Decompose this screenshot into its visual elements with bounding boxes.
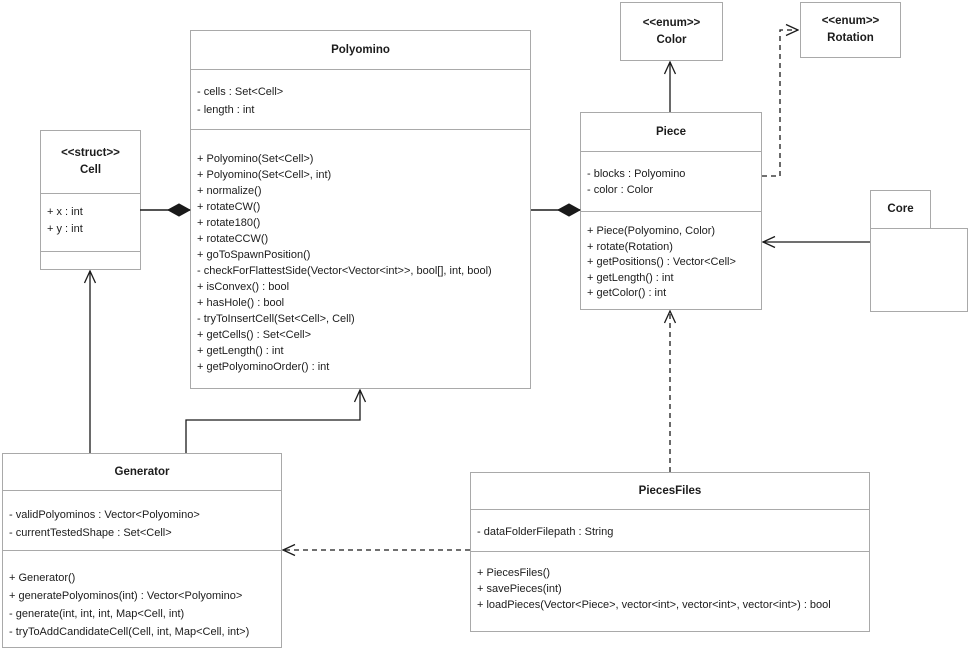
member-row: - tryToAddCandidateCell(Cell, int, Map<C… bbox=[9, 626, 250, 638]
edge-piece-rotation-dependency bbox=[762, 30, 798, 177]
class-polyomino-methods: + Polyomino(Set<Cell>) + Polyomino(Set<Ce… bbox=[191, 129, 530, 388]
package-core-body bbox=[870, 228, 968, 312]
member-row: - validPolyominos : Vector<Polyomino> bbox=[9, 509, 200, 521]
member-row: + rotate(Rotation) bbox=[587, 240, 673, 253]
class-generator-methods: + Generator() + generatePolyominos(int) :… bbox=[3, 550, 281, 647]
member-row: - dataFolderFilepath : String bbox=[477, 526, 614, 538]
class-piece-title: Piece bbox=[581, 113, 761, 151]
class-name-label: Piece bbox=[655, 125, 687, 138]
member-row: + getColor() : int bbox=[587, 287, 667, 299]
member-row: + getPositions() : Vector<Cell> bbox=[587, 256, 736, 268]
member-row: + y : int bbox=[47, 223, 83, 235]
stereotype-label: <<enum>> bbox=[821, 15, 880, 27]
member-row: + Polyomino(Set<Cell>, int) bbox=[197, 169, 332, 181]
member-row: + rotate180() bbox=[197, 217, 261, 229]
member-row: + rotateCW() bbox=[197, 201, 261, 213]
member-row: + Piece(Polyomino, Color) bbox=[587, 225, 716, 237]
class-cell-attributes: + x : int + y : int bbox=[41, 193, 140, 251]
class-cell: <<struct>> Cell + x : int + y : int bbox=[40, 130, 141, 270]
edge-generator-polyomino-association bbox=[185, 390, 360, 453]
member-row: + x : int bbox=[47, 206, 83, 218]
class-piecesfiles-methods: + PiecesFiles() + savePieces(int) + loadPi… bbox=[471, 551, 869, 631]
class-name-label: Rotation bbox=[827, 32, 874, 44]
enum-rotation: <<enum>> Rotation bbox=[800, 2, 901, 58]
class-name-label: Core bbox=[887, 203, 914, 215]
class-piece: Piece - blocks : Polyomino - color : Colo… bbox=[580, 112, 762, 310]
member-row: - color : Color bbox=[587, 184, 654, 196]
member-row: + savePieces(int) bbox=[477, 583, 562, 595]
member-row: + getCells() : Set<Cell> bbox=[197, 329, 312, 341]
member-row: - generate(int, int, int, Map<Cell, int) bbox=[9, 608, 185, 620]
member-row: + goToSpawnPosition() bbox=[197, 249, 311, 261]
class-polyomino-attributes: - cells : Set<Cell> - length : int bbox=[191, 69, 530, 129]
package-core-tab: Core bbox=[870, 190, 931, 229]
stereotype-label: <<enum>> bbox=[642, 16, 701, 29]
class-name-label: Generator bbox=[114, 465, 170, 478]
member-row: + normalize() bbox=[197, 185, 262, 197]
class-piece-methods: + Piece(Polyomino, Color) + rotate(Rotati… bbox=[581, 211, 761, 309]
class-piece-attributes: - blocks : Polyomino - color : Color bbox=[581, 151, 761, 211]
stereotype-label: <<struct>> bbox=[61, 147, 120, 159]
class-name-label: Polyomino bbox=[331, 43, 390, 56]
class-piecesfiles-title: PiecesFiles bbox=[471, 473, 869, 509]
member-row: - tryToInsertCell(Set<Cell>, Cell) bbox=[197, 313, 355, 325]
class-piecesfiles: PiecesFiles - dataFolderFilepath : Strin… bbox=[470, 472, 870, 632]
enum-color-title: <<enum>> Color bbox=[621, 3, 722, 60]
class-name-label: Color bbox=[656, 33, 687, 46]
class-generator: Generator - validPolyominos : Vector<Pol… bbox=[2, 453, 282, 648]
class-cell-methods bbox=[41, 251, 140, 269]
class-polyomino-title: Polyomino bbox=[191, 31, 530, 69]
class-cell-title: <<struct>> Cell bbox=[41, 131, 140, 193]
member-row: + Generator() bbox=[9, 572, 76, 584]
member-row: + rotateCCW() bbox=[197, 233, 269, 245]
member-row: - checkForFlattestSide(Vector<Vector<int… bbox=[197, 265, 492, 277]
member-row: - length : int bbox=[197, 104, 255, 116]
member-row: + getLength() : int bbox=[587, 271, 674, 284]
enum-color: <<enum>> Color bbox=[620, 2, 723, 61]
member-row: - blocks : Polyomino bbox=[587, 168, 686, 180]
member-row: + generatePolyominos(int) : Vector<Polyo… bbox=[9, 590, 243, 602]
member-row: + getPolyominoOrder() : int bbox=[197, 361, 330, 373]
member-row: + PiecesFiles() bbox=[477, 567, 551, 579]
enum-rotation-title: <<enum>> Rotation bbox=[801, 3, 900, 57]
class-piecesfiles-attributes: - dataFolderFilepath : String bbox=[471, 509, 869, 551]
member-row: + hasHole() : bool bbox=[197, 297, 285, 309]
member-row: - currentTestedShape : Set<Cell> bbox=[9, 527, 172, 539]
member-row: - cells : Set<Cell> bbox=[197, 86, 284, 98]
member-row: + getLength() : int bbox=[197, 345, 284, 357]
member-row: + loadPieces(Vector<Piece>, vector<int>,… bbox=[477, 599, 831, 611]
class-name-label: PiecesFiles bbox=[638, 484, 702, 497]
class-generator-attributes: - validPolyominos : Vector<Polyomino> - c… bbox=[3, 490, 281, 550]
class-name-label: Cell bbox=[79, 164, 102, 176]
class-polyomino: Polyomino - cells : Set<Cell> - length : … bbox=[190, 30, 531, 389]
member-row: + Polyomino(Set<Cell>) bbox=[197, 153, 314, 165]
member-row: + isConvex() : bool bbox=[197, 281, 290, 293]
class-generator-title: Generator bbox=[3, 454, 281, 490]
